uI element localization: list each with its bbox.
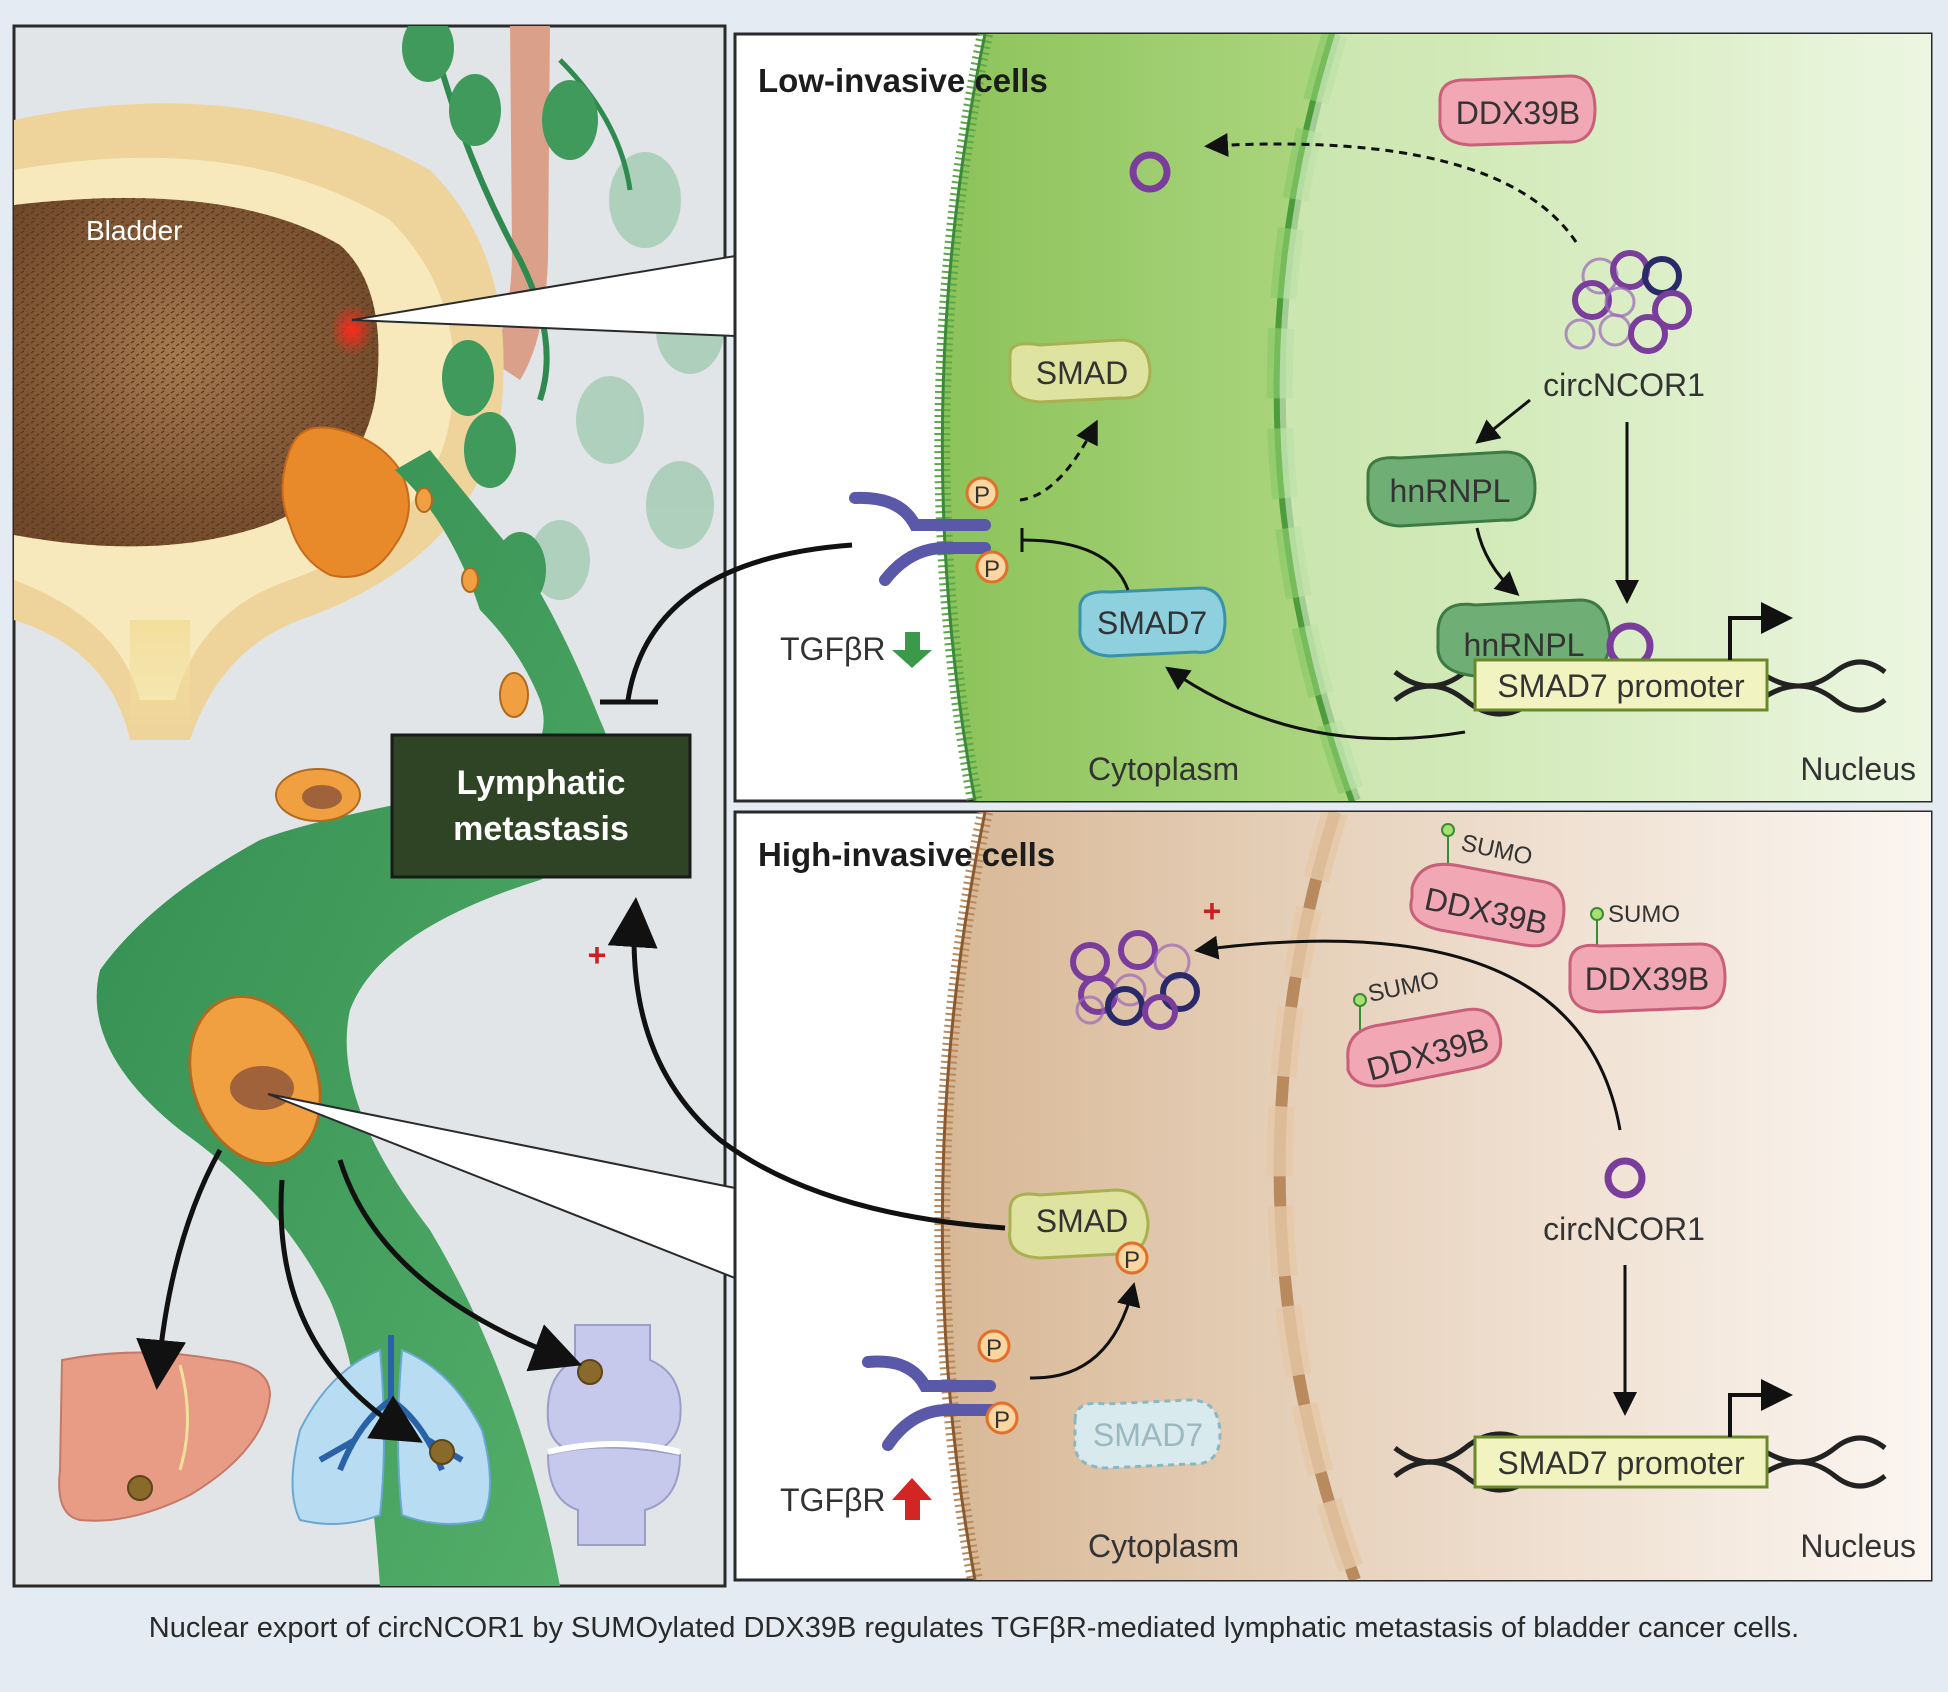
high-receptor-label: TGFβR — [780, 1482, 886, 1518]
svg-text:SMAD: SMAD — [1036, 1203, 1128, 1239]
svg-text:SMAD7: SMAD7 — [1097, 605, 1207, 641]
svg-text:DDX39B: DDX39B — [1585, 961, 1710, 997]
inhibition-to-metastasis — [625, 542, 853, 701]
high-circncor1-label: circNCOR1 — [1543, 1211, 1705, 1247]
high-tss-arrow — [1728, 1379, 1793, 1437]
low-phospho-1: P — [965, 476, 999, 510]
high-smad7-faded-node: SMAD7 — [1073, 1398, 1222, 1470]
svg-text:P: P — [984, 556, 1000, 583]
svg-text:SMAD7: SMAD7 — [1093, 1417, 1203, 1453]
high-panel-title: High-invasive cells — [758, 836, 1055, 873]
lung-icon — [291, 1335, 491, 1525]
circ-rna-exported — [1129, 151, 1171, 193]
high-smad-node: SMAD P — [1008, 1188, 1150, 1275]
high-invasive-panel: SUMO DDX39B SUMO DDX39B SUMO DDX39B — [733, 810, 1933, 1582]
arrow-to-liver — [136, 1148, 223, 1390]
low-panel-title: Low-invasive cells — [758, 62, 1048, 99]
circ-rna-nuclear — [1604, 1157, 1646, 1199]
svg-text:hnRNPL: hnRNPL — [1390, 473, 1511, 509]
lymphatic-metastasis-line: metastasis — [453, 810, 629, 848]
high-plus-sign: + — [1203, 893, 1222, 929]
low-receptor-label: TGFβR — [780, 631, 886, 667]
svg-text:SMAD7 promoter: SMAD7 promoter — [1497, 668, 1745, 704]
low-cytoplasm-label: Cytoplasm — [1088, 751, 1239, 787]
low-promoter-box: SMAD7 promoter — [1473, 658, 1769, 712]
promotion-to-metastasis — [607, 897, 1006, 1231]
urethra-fade — [130, 620, 190, 740]
low-phospho-2: P — [975, 550, 1009, 584]
svg-text:P: P — [974, 482, 990, 509]
high-phospho-1: P — [977, 1329, 1011, 1363]
high-cytoplasm-label: Cytoplasm — [1088, 1528, 1239, 1564]
liver-icon — [58, 1351, 272, 1522]
invading-tumor — [281, 426, 410, 578]
circncor1-exported-cluster — [1070, 930, 1200, 1030]
svg-text:hnRNPL: hnRNPL — [1464, 627, 1585, 663]
low-smad-node: SMAD — [1008, 338, 1152, 404]
low-nucleus-label: Nucleus — [1800, 751, 1916, 787]
bladder-label: Bladder — [86, 215, 183, 246]
up-arrow-icon — [892, 1478, 932, 1520]
svg-text:SMAD7 promoter: SMAD7 promoter — [1497, 1445, 1745, 1481]
lymphatic-metastasis-line: Lymphatic — [457, 764, 626, 802]
low-invasive-panel: DDX39B circNCOR1 SMAD — [733, 32, 1933, 803]
svg-text:SUMO: SUMO — [1608, 901, 1680, 928]
primary-tumor-hotspot — [330, 304, 374, 356]
arrow-to-lung — [278, 1179, 423, 1443]
svg-text:P: P — [1124, 1247, 1140, 1274]
arrow-to-bone — [337, 1159, 583, 1372]
svg-text:P: P — [994, 1407, 1010, 1434]
figure-caption: Nuclear export of circNCOR1 by SUMOylate… — [148, 1612, 1800, 1644]
sumo-ddx39b-1: SUMO DDX39B — [1409, 823, 1566, 948]
ddx39b-node: DDX39B — [1438, 74, 1597, 147]
lymphatic-metastasis-box: Lymphatic metastasis — [390, 733, 692, 879]
inhibition-smad7 — [1021, 538, 1130, 591]
svg-text:SMAD: SMAD — [1036, 355, 1128, 391]
low-tss-arrow — [1728, 602, 1793, 660]
high-nucleus-label: Nucleus — [1800, 1528, 1916, 1564]
high-promoter-box: SMAD7 promoter — [1473, 1435, 1769, 1489]
down-arrow-icon — [892, 632, 932, 668]
svg-text:P: P — [986, 1335, 1002, 1362]
low-circncor1-label: circNCOR1 — [1543, 367, 1705, 403]
high-tgfbr-receptor — [862, 1355, 998, 1451]
high-phospho-2: P — [985, 1401, 1019, 1435]
low-tgfbr-receptor — [849, 491, 991, 586]
hnrnpl-cyto-node: hnRNPL — [1366, 450, 1537, 528]
low-smad7-node: SMAD7 — [1078, 586, 1227, 658]
tumor-cells-in-vessel — [188, 487, 529, 1166]
svg-text:DDX39B: DDX39B — [1456, 95, 1581, 131]
sumo-ddx39b-2: SUMO DDX39B — [1568, 901, 1727, 1014]
circncor1-cluster — [1564, 250, 1692, 354]
lymphatic-metastasis-label: Lymphatic metastasis — [453, 764, 629, 848]
left-plus-sign: + — [588, 937, 607, 973]
